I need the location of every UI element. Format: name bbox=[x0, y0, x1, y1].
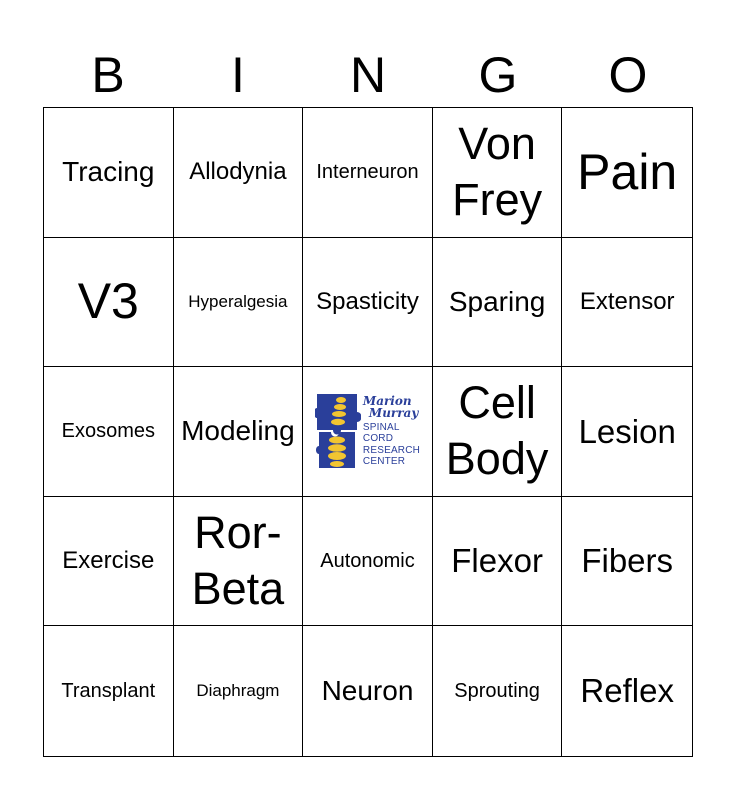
cell-label: V3 bbox=[77, 273, 139, 330]
bingo-cell[interactable]: Von Frey bbox=[432, 108, 563, 238]
cell-label: Hyperalgesia bbox=[188, 291, 288, 311]
bingo-cell[interactable]: Transplant bbox=[44, 626, 174, 756]
cell-label: Sprouting bbox=[454, 679, 540, 702]
bingo-cell[interactable]: Interneuron bbox=[303, 108, 433, 238]
cell-label: Allodynia bbox=[189, 158, 287, 186]
cell-label: Fibers bbox=[581, 542, 674, 580]
logo-text: Marion Murray SPINAL CORD RESEARCH CENTE… bbox=[363, 395, 420, 468]
bingo-cell[interactable]: V3 bbox=[44, 237, 174, 368]
bingo-cell[interactable]: Allodynia bbox=[173, 108, 304, 238]
logo-line-spinal: SPINAL bbox=[362, 421, 400, 433]
bingo-cell[interactable]: Autonomic bbox=[303, 496, 433, 627]
header-letter-b: B bbox=[91, 47, 125, 103]
bingo-cell[interactable]: Lesion bbox=[562, 367, 692, 497]
bingo-cell[interactable]: Hyperalgesia bbox=[173, 237, 304, 368]
cell-label: Lesion bbox=[578, 412, 676, 450]
cell-label: Interneuron bbox=[316, 160, 419, 183]
bingo-cell[interactable]: Exercise bbox=[44, 496, 174, 627]
cell-label: Diaphragm bbox=[196, 681, 280, 701]
bingo-grid: Tracing Allodynia Interneuron Von Frey P… bbox=[43, 107, 693, 757]
cell-label: Ror-Beta bbox=[191, 506, 285, 615]
cell-label: Von Frey bbox=[452, 118, 543, 226]
header-letter-g: G bbox=[478, 47, 518, 103]
cell-label: Transplant bbox=[61, 679, 156, 702]
bingo-cell[interactable]: Neuron bbox=[303, 626, 433, 756]
bingo-cell[interactable]: Modeling bbox=[173, 367, 304, 497]
header-letter-n: N bbox=[349, 47, 387, 103]
cell-label: Reflex bbox=[580, 672, 674, 710]
logo-script-name-first: Marion bbox=[362, 393, 412, 408]
spinal-cord-research-center-logo: Marion Murray SPINAL CORD RESEARCH CENTE… bbox=[314, 392, 420, 470]
bingo-cell[interactable]: Flexor bbox=[432, 496, 563, 627]
logo-line-research: RESEARCH bbox=[362, 444, 421, 456]
bingo-cell[interactable]: Ror-Beta bbox=[173, 496, 304, 627]
puzzle-spine-icon bbox=[314, 394, 361, 469]
bingo-cell[interactable]: Reflex bbox=[562, 626, 692, 756]
bingo-cell[interactable]: Spasticity bbox=[303, 237, 433, 368]
spine-vertebrae bbox=[327, 397, 346, 468]
bingo-cell[interactable]: Tracing bbox=[44, 108, 174, 238]
bingo-cell[interactable]: Fibers bbox=[562, 497, 692, 627]
bingo-cell[interactable]: Sparing bbox=[432, 237, 563, 368]
bingo-cell[interactable]: Diaphragm bbox=[174, 626, 304, 756]
cell-label: Exosomes bbox=[61, 419, 155, 442]
logo-line-center: CENTER bbox=[362, 456, 406, 468]
cell-label: Modeling bbox=[181, 415, 295, 447]
header-letter-i: I bbox=[231, 47, 245, 103]
cell-label: Autonomic bbox=[320, 549, 415, 572]
bingo-cell[interactable]: Exosomes bbox=[44, 367, 174, 497]
header-letter-o: O bbox=[608, 47, 648, 103]
cell-label: Exercise bbox=[62, 547, 155, 575]
cell-label: Cell Body bbox=[445, 377, 549, 485]
bingo-cell[interactable]: Sprouting bbox=[433, 626, 563, 756]
logo-line-cord: CORD bbox=[362, 433, 394, 445]
free-space-logo-cell[interactable]: Marion Murray SPINAL CORD RESEARCH CENTE… bbox=[303, 367, 433, 497]
bingo-cell[interactable]: Pain bbox=[562, 108, 692, 238]
cell-label: Extensor bbox=[579, 287, 675, 315]
cell-label: Flexor bbox=[451, 542, 543, 580]
bingo-cell[interactable]: Cell Body bbox=[432, 367, 563, 497]
bingo-header: B I N G O bbox=[43, 40, 693, 110]
cell-label: Pain bbox=[577, 143, 678, 200]
cell-label: Tracing bbox=[62, 156, 155, 188]
bingo-cell[interactable]: Extensor bbox=[562, 238, 692, 368]
logo-script-name-last: Murray bbox=[368, 405, 419, 420]
cell-label: Sparing bbox=[448, 285, 546, 317]
cell-label: Neuron bbox=[321, 675, 414, 707]
cell-label: Spasticity bbox=[316, 287, 419, 315]
